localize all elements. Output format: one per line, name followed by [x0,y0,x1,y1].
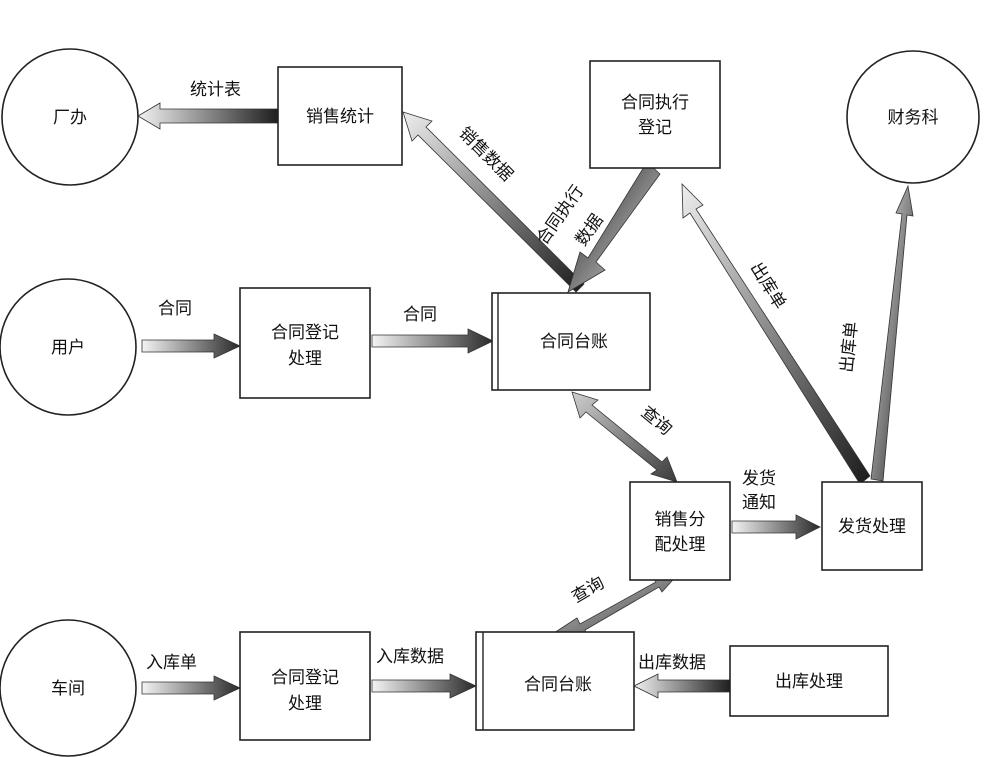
store-ledger-bottom-label: 合同台账 [524,675,592,695]
contract-arrow-1 [141,333,241,359]
process-shipping-label: 发货处理 [838,517,906,537]
process-sales-alloc-line2: 配处理 [655,535,706,555]
process-outbound-label: 出库处理 [775,672,843,692]
flow-label-ship-notice-line1: 发货 [742,469,776,489]
entity-workshop: 车间 [0,619,137,757]
stats-table-arrow [137,102,279,130]
flow-label-outbound-slip-2: 出库单 [837,321,862,374]
entity-factory-office-label: 厂办 [53,108,87,128]
process-contract-reg-2-line2: 处理 [288,694,322,714]
process-contract-exec-line2: 登记 [638,118,672,138]
outbound-slip-arrow-2 [870,184,914,482]
flow-label-contract-1: 合同 [158,299,192,319]
process-sales-alloc: 销售分 配处理 [629,481,731,581]
contract-arrow-2 [371,328,494,354]
outbound-data-arrow [633,673,731,699]
process-sales-alloc-line1: 销售分 [655,510,706,530]
process-contract-reg-2-line1: 合同登记 [271,668,339,688]
entity-finance-label: 财务科 [888,108,939,128]
flow-label-inbound-slip: 入库单 [146,653,197,673]
sales-data-arrow [402,111,585,293]
store-ledger-bottom: 合同台账 [475,631,635,731]
process-contract-exec: 合同执行 登记 [589,60,721,169]
flow-label-inbound-data: 入库数据 [376,647,444,667]
entity-workshop-label: 车间 [51,679,85,699]
flow-label-contract-2: 合同 [403,305,437,325]
inbound-data-arrow [371,673,477,699]
process-contract-reg-1-line2: 处理 [288,349,322,369]
flow-label-stats-table: 统计表 [190,80,241,100]
entity-user-label: 用户 [51,338,85,358]
flow-label-query-2: 查询 [569,573,608,607]
process-contract-reg-1-line1: 合同登记 [271,323,339,343]
process-shipping: 发货处理 [821,481,923,571]
flow-label-query-1: 查询 [637,403,676,440]
process-contract-reg-1: 合同登记 处理 [239,287,371,399]
process-sales-stats-label: 销售统计 [306,107,374,127]
exec-data-arrow [567,161,661,293]
query-arrow-2 [552,571,682,637]
process-sales-stats: 销售统计 [277,66,403,166]
store-ledger-top: 合同台账 [491,292,651,391]
entity-user: 用户 [0,278,137,416]
outbound-slip-arrow-1 [681,183,871,485]
flow-label-outbound-data: 出库数据 [638,653,706,673]
process-outbound: 出库处理 [729,645,889,717]
entity-factory-office: 厂办 [1,48,139,186]
store-ledger-top-label: 合同台账 [540,332,608,352]
entity-finance: 财务科 [846,50,980,184]
flow-label-ship-notice-line2: 通知 [742,493,776,513]
process-contract-reg-2: 合同登记 处理 [239,631,371,741]
inbound-slip-arrow [141,675,241,701]
process-contract-exec-line1: 合同执行 [621,93,689,113]
ship-notice-arrow [731,514,821,540]
